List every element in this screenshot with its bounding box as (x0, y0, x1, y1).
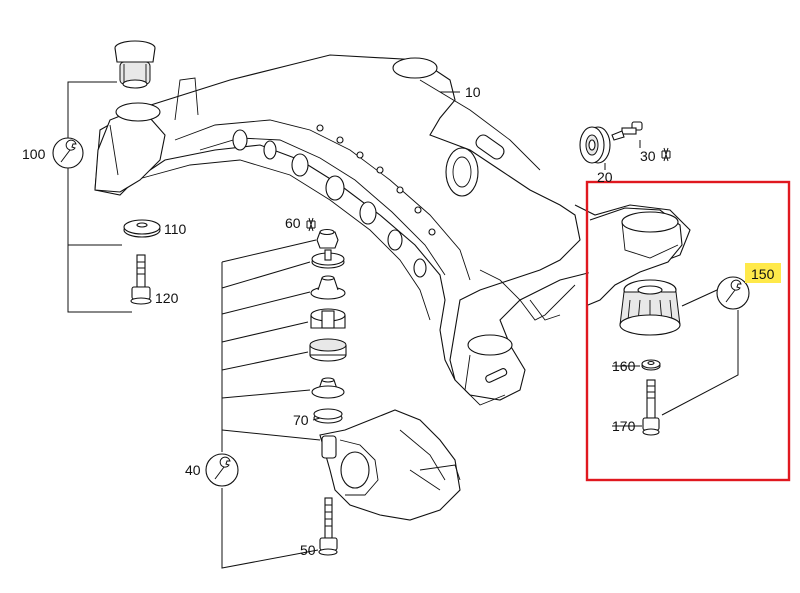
callout-20: 20 (597, 169, 613, 185)
washer-110 (123, 219, 161, 238)
callout-60: 60 (285, 215, 301, 231)
bolt-120 (130, 254, 152, 305)
wrench-icon (60, 139, 77, 163)
torque-symbols (306, 147, 671, 232)
wrench-callout-150 (716, 276, 750, 310)
callout-40: 40 (185, 462, 201, 478)
bushing-20 (579, 126, 611, 164)
bushing-upper-left (114, 40, 156, 89)
torque-symbol-icon (661, 147, 671, 162)
callout-160: 160 (612, 358, 636, 374)
callout-10: 10 (465, 84, 481, 100)
callout-120: 120 (155, 290, 179, 306)
wrench-icon (725, 279, 742, 303)
callout-150: 150 (751, 266, 775, 282)
subframe-holes (232, 124, 436, 278)
callout-30: 30 (640, 148, 656, 164)
wrench-callout-40 (205, 453, 239, 487)
mount-stack (309, 228, 347, 424)
callout-50: 50 (300, 542, 316, 558)
leader-lines (67, 81, 739, 569)
wrench-callout-100 (52, 137, 84, 169)
callout-100: 100 (22, 146, 46, 162)
subframe (94, 54, 691, 406)
callout-labels: 10 20 30 100 110 120 60 70 40 50 150 160… (22, 84, 775, 558)
torque-symbol-icon (306, 217, 316, 232)
callout-110: 110 (164, 221, 187, 237)
callout-highlight-150 (745, 263, 781, 283)
callout-70: 70 (293, 412, 309, 428)
carrier-bracket (319, 409, 461, 521)
bolt-50 (318, 497, 338, 556)
callout-170: 170 (612, 418, 636, 434)
bolt-30 (611, 121, 643, 141)
highlighted-section (585, 180, 791, 482)
wrench-icon (214, 456, 231, 480)
